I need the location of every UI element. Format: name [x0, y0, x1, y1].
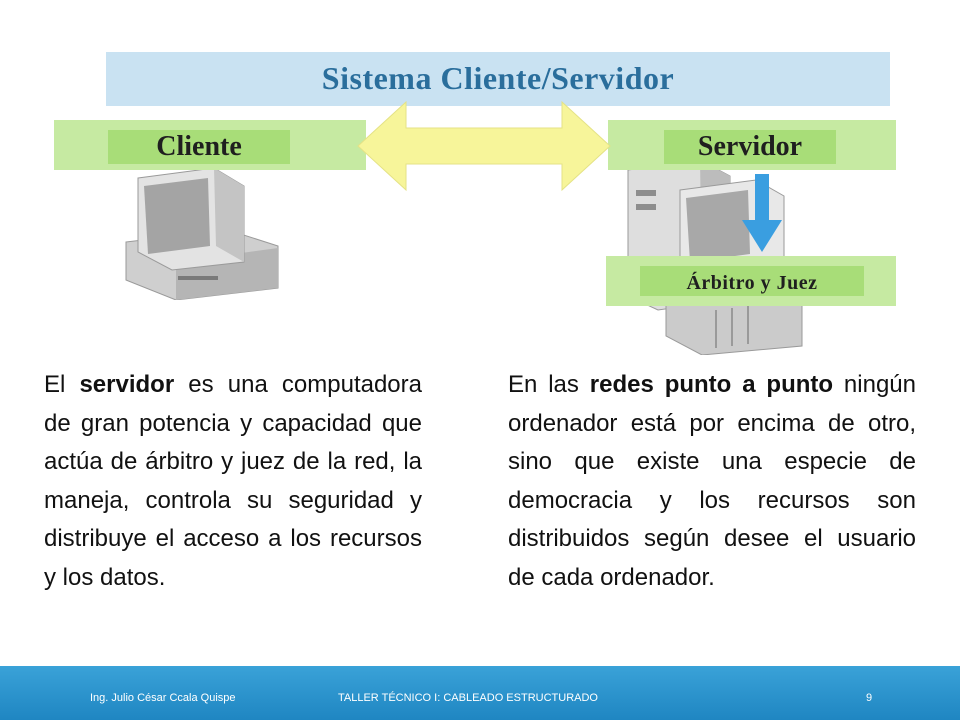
- footer-bar: Ing. Julio César Ccala Quispe TALLER TÉC…: [0, 666, 960, 720]
- p2p-description-prefix: En las: [508, 371, 590, 398]
- client-computer-icon: [125, 167, 279, 300]
- server-description: El servidor es una computadora de gran p…: [44, 366, 422, 597]
- footer-course: TALLER TÉCNICO I: CABLEADO ESTRUCTURADO: [338, 692, 598, 704]
- p2p-description: En las redes punto a punto ningún ordena…: [508, 366, 916, 597]
- server-description-bold: servidor: [79, 371, 175, 398]
- down-arrow-icon: [742, 174, 782, 252]
- slide-title: Sistema Cliente/Servidor: [321, 60, 675, 96]
- server-description-prefix: El: [44, 371, 80, 398]
- client-label: Cliente: [108, 130, 290, 164]
- title-banner: Sistema Cliente/Servidor: [106, 52, 890, 106]
- server-computer-icon: [627, 159, 803, 355]
- footer-author: Ing. Julio César Ccala Quispe: [90, 692, 236, 704]
- double-arrow-icon: [357, 100, 611, 192]
- server-label: Servidor: [664, 130, 836, 164]
- arbiter-label: Árbitro y Juez: [640, 266, 864, 296]
- server-description-suffix: es una computadora de gran potencia y ca…: [44, 371, 422, 591]
- p2p-description-bold: redes punto a punto: [589, 371, 834, 398]
- footer-page-number: 9: [866, 692, 873, 704]
- p2p-description-suffix: ningún ordenador está por encima de otro…: [508, 371, 916, 591]
